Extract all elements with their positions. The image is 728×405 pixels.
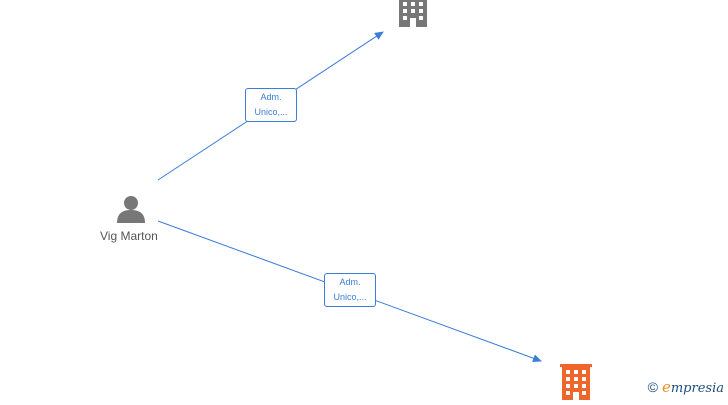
edge-label-role-detail: Unico,...: [333, 292, 367, 302]
edge-label[interactable]: Adm. Unico,...: [324, 273, 376, 307]
brand-logo: © empresia: [648, 378, 724, 396]
brand-wordmark: empresia: [661, 378, 724, 396]
building-icon[interactable]: [560, 364, 592, 400]
person-icon[interactable]: [116, 194, 146, 224]
building-icon[interactable]: [397, 0, 429, 27]
edge-label-role: Adm.: [339, 277, 361, 287]
edge-label[interactable]: Adm. Unico,...: [245, 88, 297, 122]
copyright-symbol: ©: [647, 379, 658, 395]
edge-label-role-detail: Unico,...: [254, 107, 288, 117]
edge-label-role: Adm.: [260, 92, 282, 102]
person-name[interactable]: Vig Marton: [100, 229, 158, 243]
